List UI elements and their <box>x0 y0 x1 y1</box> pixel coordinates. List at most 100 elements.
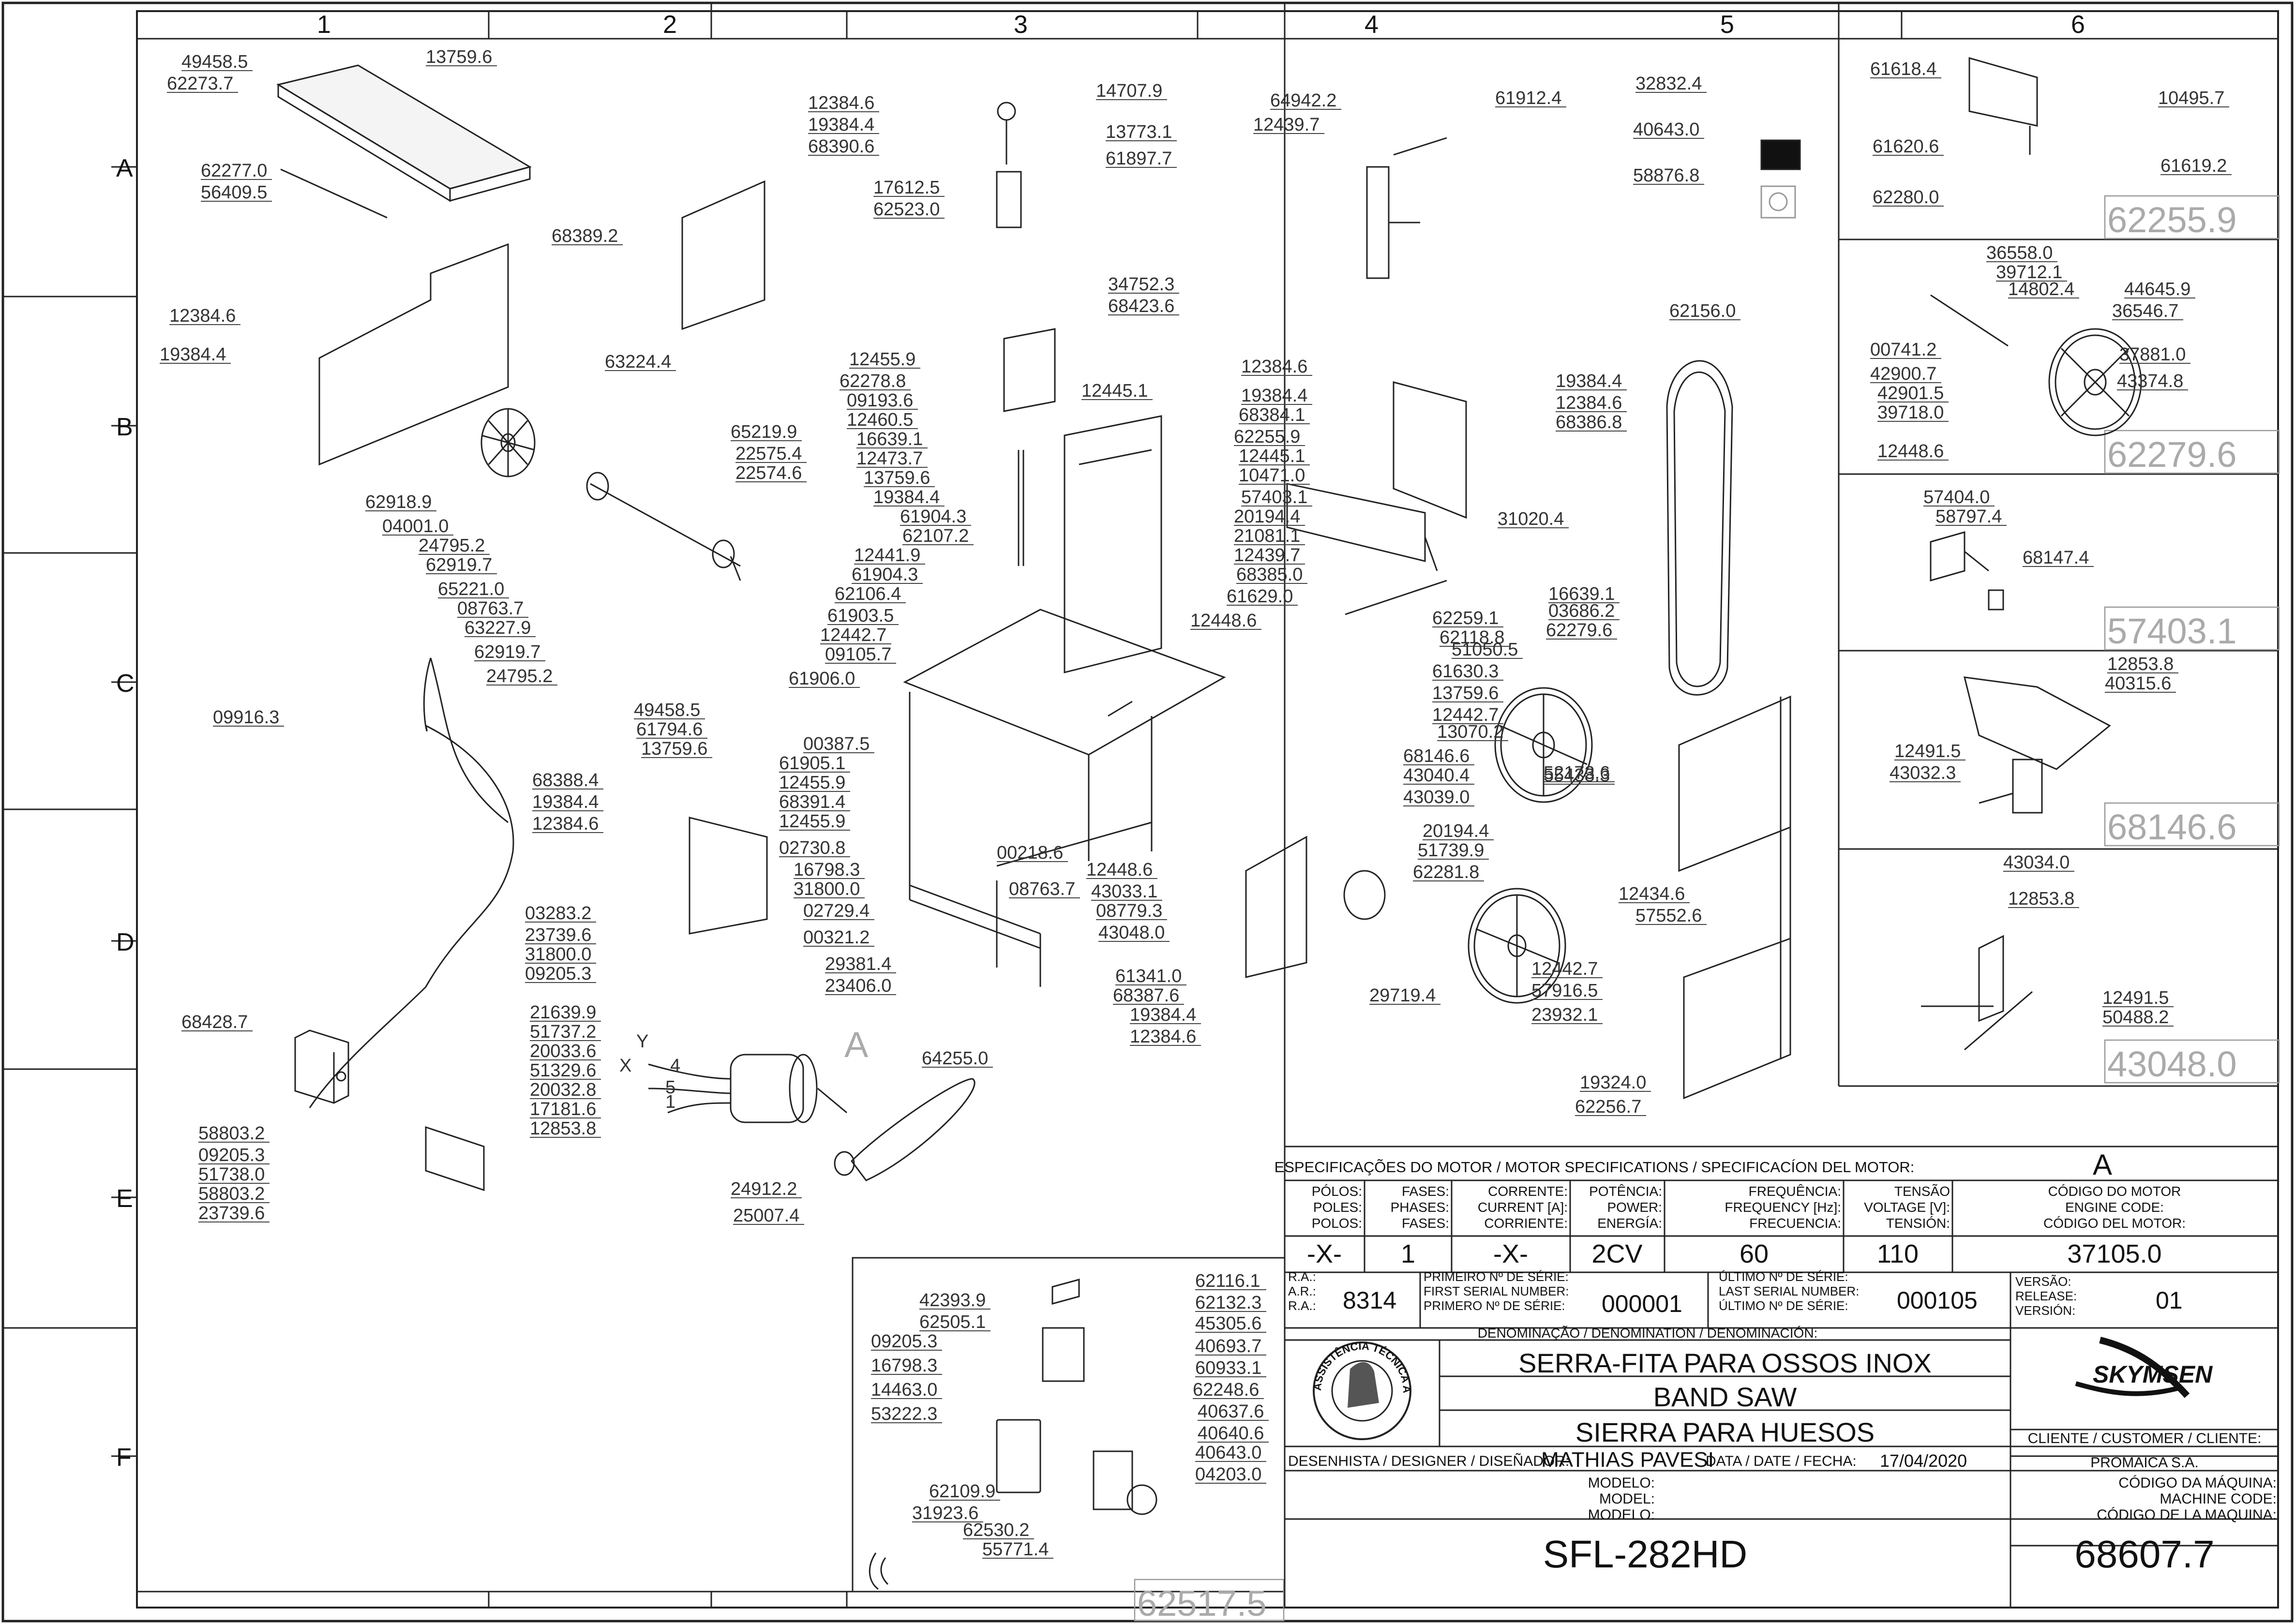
wire-1: 1 <box>665 1092 675 1112</box>
part-callout: 62156.0 <box>1669 301 1736 321</box>
part-callout: 16639.1 <box>1548 584 1615 604</box>
part-callout: 57552.6 <box>1635 906 1702 926</box>
part-callout: 42901.5 <box>1877 383 1944 403</box>
part-callout: 12491.5 <box>2102 988 2169 1008</box>
part-callout: 58803.2 <box>198 1123 265 1144</box>
part-callout: 22574.6 <box>735 463 802 483</box>
grid-row-b: B <box>116 413 133 441</box>
panel-a2 <box>681 180 765 330</box>
part-callout: 09205.3 <box>871 1331 937 1352</box>
part-callout: 14802.4 <box>2008 279 2074 299</box>
part-callout: 61903.5 <box>827 606 894 626</box>
grid-col-3: 3 <box>1014 11 1028 39</box>
machine-code-value: 68607.7 <box>2074 1533 2214 1576</box>
detail-code-2: 62279.6 <box>2107 434 2237 475</box>
part-callout: 43040.4 <box>1403 765 1470 786</box>
part-callout: 62505.1 <box>919 1312 986 1332</box>
part-callout: 14463.0 <box>871 1380 937 1400</box>
part-callout: 40637.6 <box>1198 1401 1264 1422</box>
part-callout: 68391.4 <box>779 792 845 812</box>
part-callout: 61897.7 <box>1106 149 1172 169</box>
part-callout: 19384.4 <box>1130 1005 1196 1025</box>
part-callout: 12455.9 <box>779 773 845 793</box>
part-callout: 45305.6 <box>1195 1313 1261 1334</box>
power-cable-b <box>430 657 509 823</box>
part-callout: 12853.8 <box>2008 889 2074 909</box>
part-callout: 12439.7 <box>1253 115 1320 135</box>
part-callout: 51050.5 <box>1452 640 1518 660</box>
part-callout: 68146.6 <box>1403 746 1470 766</box>
brand-text: SKYMSEN <box>2093 1361 2213 1388</box>
part-callout: 39718.0 <box>1877 402 1944 423</box>
part-callout: 43039.0 <box>1403 787 1470 807</box>
part-callout: 12473.7 <box>856 448 923 469</box>
part-callout: 62918.9 <box>365 492 432 512</box>
part-callout: 13070.2 <box>1437 722 1503 742</box>
part-callout: 68389.2 <box>552 226 618 246</box>
lower-housing <box>1683 818 1791 1100</box>
part-callout: 68388.4 <box>532 770 599 790</box>
motor-spec-label: FASES:PHASES:FASES: <box>1391 1184 1449 1231</box>
part-callout: 16798.3 <box>794 860 860 880</box>
motor-spec-value: 1 <box>1401 1239 1415 1268</box>
part-callout: 43033.1 <box>1091 881 1157 902</box>
customer-value: PROMAICA S.A. <box>2090 1455 2198 1471</box>
part-callout: 09205.3 <box>525 964 591 984</box>
wire-y: Y <box>636 1031 648 1052</box>
part-callout: 51737.2 <box>530 1022 596 1042</box>
zone-ticks <box>3 3 2278 1608</box>
electrical-panel-frame <box>852 1257 1285 1592</box>
part-callout: 62248.6 <box>1193 1380 1259 1400</box>
part-callout: 02730.8 <box>779 838 845 858</box>
part-callout: 62919.7 <box>474 642 540 662</box>
part-callout: 12455.9 <box>779 811 845 832</box>
part-callout: 10495.7 <box>2158 88 2224 108</box>
part-callout: 61905.1 <box>779 753 845 774</box>
saw-blade <box>1666 360 1733 696</box>
part-callout: 21639.9 <box>530 1002 596 1023</box>
part-callout: 62279.6 <box>1546 620 1612 641</box>
ra-label: R.A.:A.R.:R.A.: <box>1288 1269 1316 1313</box>
blade-guard <box>1968 57 2038 127</box>
part-callout: 61906.0 <box>789 669 855 689</box>
part-callout: 62255.9 <box>1234 427 1300 447</box>
part-callout: 12384.6 <box>808 93 874 113</box>
part-callout: 43032.3 <box>1890 763 1956 783</box>
part-callout: 03283.2 <box>525 903 591 924</box>
part-callout: 51738.0 <box>198 1164 265 1185</box>
part-callout: 00321.2 <box>803 927 870 948</box>
part-callout: 09916.3 <box>213 707 279 728</box>
part-callout: 00218.6 <box>997 843 1063 863</box>
part-callout: 04203.0 <box>1195 1464 1261 1485</box>
part-callout: 19384.4 <box>1241 386 1307 406</box>
part-callout: 17181.6 <box>530 1099 596 1119</box>
part-callout: 16639.1 <box>856 429 923 449</box>
part-callout: 61912.4 <box>1495 88 1561 108</box>
part-callout: 43374.8 <box>2117 371 2183 391</box>
part-callout: 23739.6 <box>525 925 591 945</box>
motor-spec-label: FREQUÊNCIA:FREQUENCY [Hz]:FRECUENCIA: <box>1725 1184 1841 1231</box>
part-callout: 04001.0 <box>382 516 449 536</box>
part-callout: 61904.3 <box>900 507 966 527</box>
model-value: SFL-282HD <box>1543 1533 1747 1576</box>
part-callout: 61620.6 <box>1873 136 1939 157</box>
power-cable <box>309 657 514 1108</box>
door-panel <box>1286 381 1467 615</box>
part-callout: 13759.6 <box>1432 683 1499 703</box>
part-callout: 40315.6 <box>2105 673 2171 694</box>
wire-4: 4 <box>670 1056 680 1076</box>
release-label: VERSÃO:RELEASE:VERSIÓN: <box>2015 1274 2077 1318</box>
guide-arm-bracket <box>1964 676 2111 814</box>
customer-label: CLIENTE / CUSTOMER / CLIENTE: <box>2028 1430 2262 1446</box>
date-value: 17/04/2020 <box>1880 1451 1967 1471</box>
part-callout: 12445.1 <box>1239 446 1305 466</box>
grid-row-f: F <box>116 1444 132 1472</box>
part-callout: 00741.2 <box>1870 340 1936 360</box>
part-callout: 12442.7 <box>1531 959 1598 979</box>
part-callout: 43048.0 <box>1098 923 1165 943</box>
part-callout: 12384.6 <box>1130 1027 1196 1047</box>
detail-code-5: 43048.0 <box>2107 1044 2237 1084</box>
part-callout: 62530.2 <box>963 1520 1029 1540</box>
part-callout: 65221.0 <box>438 579 504 599</box>
